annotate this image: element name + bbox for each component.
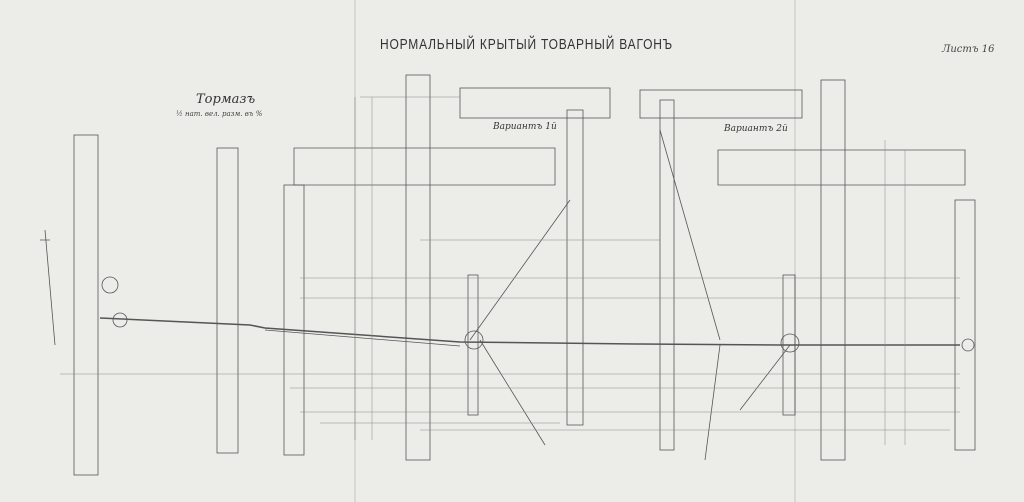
scale-note: ½ нат. вел. разм. въ % (176, 110, 263, 118)
wheel-right (717, 149, 966, 186)
drawing-title: НОРМАЛЬНЫЙ КРЫТЫЙ ТОВАРНЫЙ ВАГОНЪ (380, 36, 673, 53)
cross-beam (216, 147, 239, 454)
section-title: Тормазъ (196, 92, 256, 107)
variant-1-label: Вариантъ 1й (493, 122, 557, 132)
beam-top-1 (459, 87, 611, 119)
end-beam (73, 134, 99, 476)
variant-2-label: Вариантъ 2й (724, 124, 788, 134)
axle-right (820, 79, 846, 461)
axle-left (405, 74, 431, 461)
wheel-left (293, 147, 556, 186)
sheet-number: Листъ 16 (942, 44, 995, 55)
beam-top-2 (639, 89, 803, 119)
